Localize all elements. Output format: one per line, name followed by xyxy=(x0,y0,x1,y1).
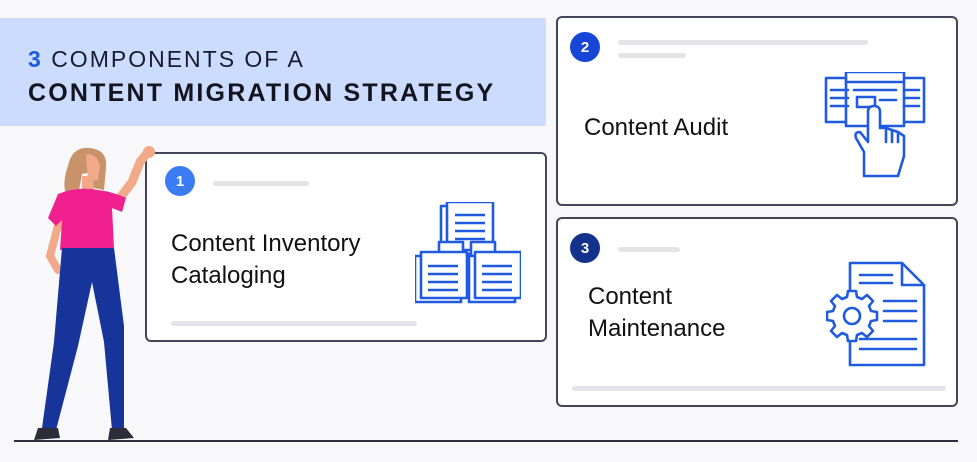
card-3-label-line-1: Content xyxy=(588,283,673,310)
documents-stack-icon xyxy=(415,202,521,304)
component-card-1: 1 Content Inventory Cataloging xyxy=(145,152,547,342)
placeholder-bar xyxy=(618,53,686,58)
title-number: 3 xyxy=(28,46,43,72)
ground-line xyxy=(14,440,958,442)
placeholder-bar xyxy=(618,40,868,45)
placeholder-bar xyxy=(213,181,309,186)
step-badge-3: 3 xyxy=(570,233,600,263)
card-3-label-line-2: Maintenance xyxy=(588,315,726,342)
card-1-label-line-2: Cataloging xyxy=(171,262,286,289)
woman-illustration xyxy=(34,146,155,440)
title-line-2: CONTENT MIGRATION STRATEGY xyxy=(28,79,496,107)
component-card-2: 2 Content Audit xyxy=(556,16,958,206)
step-badge-1: 1 xyxy=(165,166,195,196)
component-card-3: 3 Content Maintenance xyxy=(556,217,958,407)
title-line-1-text: COMPONENTS OF A xyxy=(51,46,305,72)
title-line-1: 3 COMPONENTS OF A xyxy=(28,46,305,73)
placeholder-bar xyxy=(572,386,946,391)
card-2-label: Content Audit xyxy=(584,112,728,144)
title-banner xyxy=(0,18,546,126)
card-2-label-line-1: Content Audit xyxy=(584,114,729,141)
card-1-label-line-1: Content Inventory xyxy=(171,230,361,257)
placeholder-bar xyxy=(171,321,417,326)
placeholder-bar xyxy=(618,247,680,252)
hand-pointing-browser-icon xyxy=(824,72,926,178)
step-badge-2: 2 xyxy=(570,32,600,62)
card-3-label: Content Maintenance xyxy=(588,281,725,345)
document-gear-icon xyxy=(826,261,926,367)
card-1-label: Content Inventory Cataloging xyxy=(171,228,360,292)
